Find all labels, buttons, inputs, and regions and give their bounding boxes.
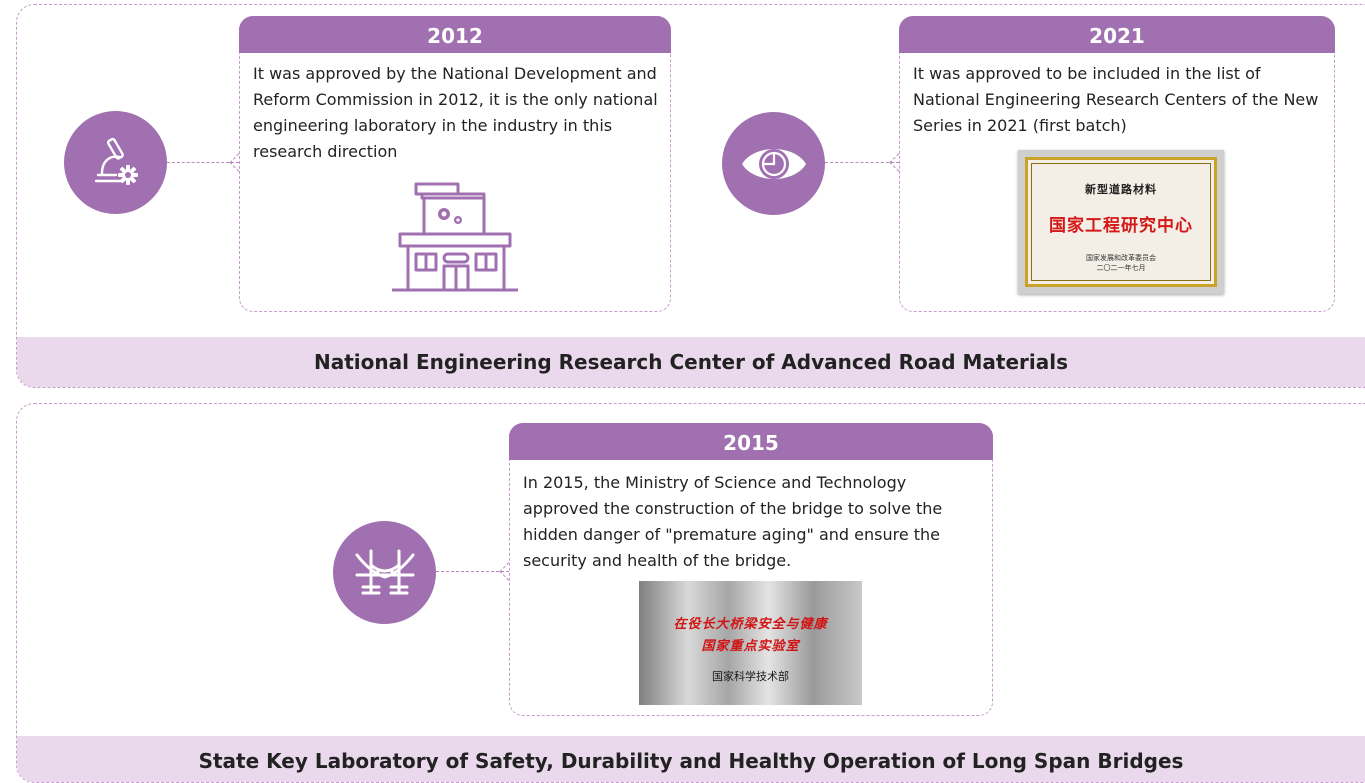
milestone-card-2015: 2015 In 2015, the Ministry of Science an… (509, 423, 993, 716)
milestone-card-2021: 2021 It was approved to be included in t… (899, 16, 1335, 312)
milestone-card-2012: 2012 It was approved by the National Dev… (239, 16, 671, 312)
plaque-title: 国家工程研究中心 (1049, 216, 1193, 236)
milestone-description: It was approved to be included in the li… (913, 64, 1319, 135)
section-road-materials-center: 2012 It was approved by the National Dev… (16, 4, 1365, 388)
plaque-date: 二〇二一年七月 (1096, 264, 1146, 272)
milestone-year: 2021 (899, 16, 1335, 53)
plaque-issuer: 国家科学技术部 (712, 670, 789, 683)
milestone-description: In 2015, the Ministry of Science and Tec… (523, 473, 943, 570)
connector-line (167, 162, 239, 163)
milestone-description: It was approved by the National Developm… (253, 64, 658, 161)
section-bridges-laboratory: 2015 In 2015, the Ministry of Science an… (16, 403, 1365, 783)
connector-line (825, 162, 899, 163)
section-title: National Engineering Research Center of … (17, 337, 1365, 387)
plaque-title: 在役长大桥梁安全与健康 (673, 617, 828, 632)
milestone-year: 2012 (239, 16, 671, 53)
section-title: State Key Laboratory of Safety, Durabili… (17, 736, 1365, 782)
laboratory-building-icon (390, 182, 520, 298)
bridge-icon (333, 521, 436, 624)
microscope-gear-icon (64, 111, 167, 214)
eye-chart-icon (722, 112, 825, 215)
connector-line (436, 571, 509, 572)
laboratory-plaque-image: 在役长大桥梁安全与健康 国家重点实验室 国家科学技术部 (639, 581, 862, 705)
plaque-subtitle: 国家重点实验室 (701, 639, 800, 654)
milestone-year: 2015 (509, 423, 993, 460)
plaque-issuer: 国家发展和改革委员会 (1086, 254, 1156, 262)
certificate-plaque-image: 新型道路材料 国家工程研究中心 国家发展和改革委员会 二〇二一年七月 (1018, 150, 1224, 294)
plaque-subtitle: 新型道路材料 (1085, 183, 1157, 196)
